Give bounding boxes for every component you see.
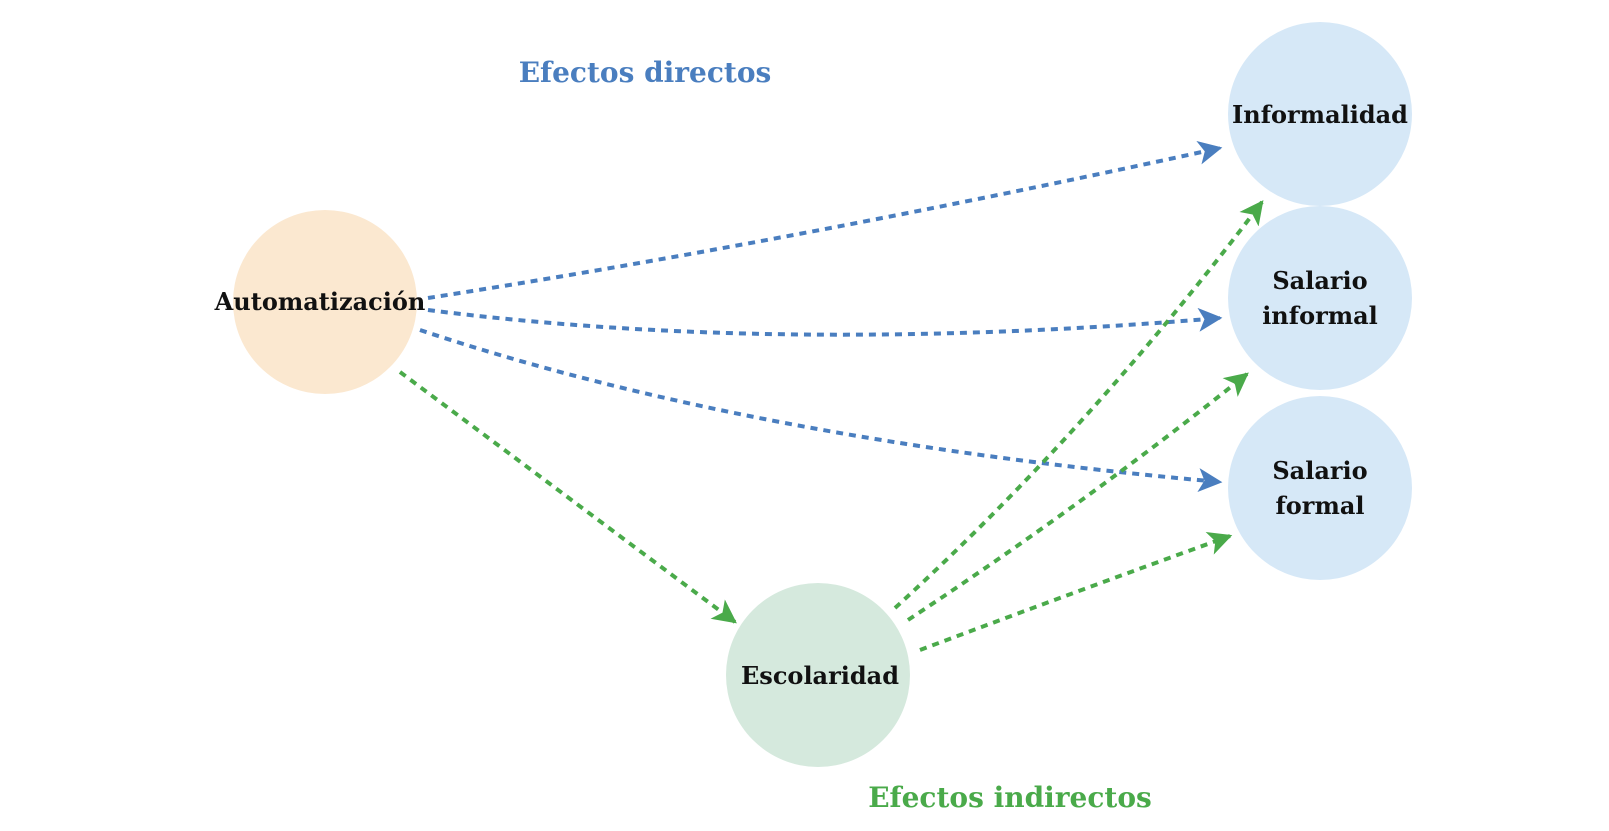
edge-escolaridad-to-salario-informal xyxy=(906,372,1249,622)
edge-escolaridad-to-informalidad xyxy=(893,200,1264,610)
node-automatizacion-circle xyxy=(233,210,417,394)
node-escolaridad-circle xyxy=(726,583,910,767)
edge-automatizacion-to-escolaridad xyxy=(398,370,737,624)
node-informalidad: Informalidad xyxy=(1228,22,1412,206)
node-informalidad-label: Informalidad xyxy=(1232,100,1408,129)
node-salario-informal-label-line1: Salario xyxy=(1272,266,1367,295)
edge-automatizacion-to-informalidad xyxy=(427,140,1223,300)
indirect-effects-label: Efectos indirectos xyxy=(868,781,1152,814)
indirect-effect-edges xyxy=(398,200,1264,652)
node-salario-formal-label-line1: Salario xyxy=(1272,456,1367,485)
node-escolaridad: Escolaridad xyxy=(726,583,910,767)
direct-effects-label: Efectos directos xyxy=(519,56,772,89)
node-salario-formal-circle xyxy=(1228,396,1412,580)
direct-effect-edges xyxy=(419,140,1223,493)
node-automatizacion-label: Automatización xyxy=(214,287,426,316)
edge-automatizacion-to-salario-informal xyxy=(427,307,1223,337)
node-salario-informal-circle xyxy=(1228,206,1412,390)
edge-automatizacion-to-salario-formal xyxy=(419,328,1223,493)
node-salario-formal-label-line2: formal xyxy=(1275,491,1364,520)
node-escolaridad-label: Escolaridad xyxy=(741,661,899,690)
node-automatizacion: Automatización xyxy=(214,210,426,394)
node-informalidad-circle xyxy=(1228,22,1412,206)
edge-escolaridad-to-salario-formal xyxy=(919,532,1233,652)
node-salario-formal: Salario formal xyxy=(1228,396,1412,580)
node-salario-informal-label-line2: informal xyxy=(1262,301,1378,330)
node-salario-informal: Salario informal xyxy=(1228,206,1412,390)
